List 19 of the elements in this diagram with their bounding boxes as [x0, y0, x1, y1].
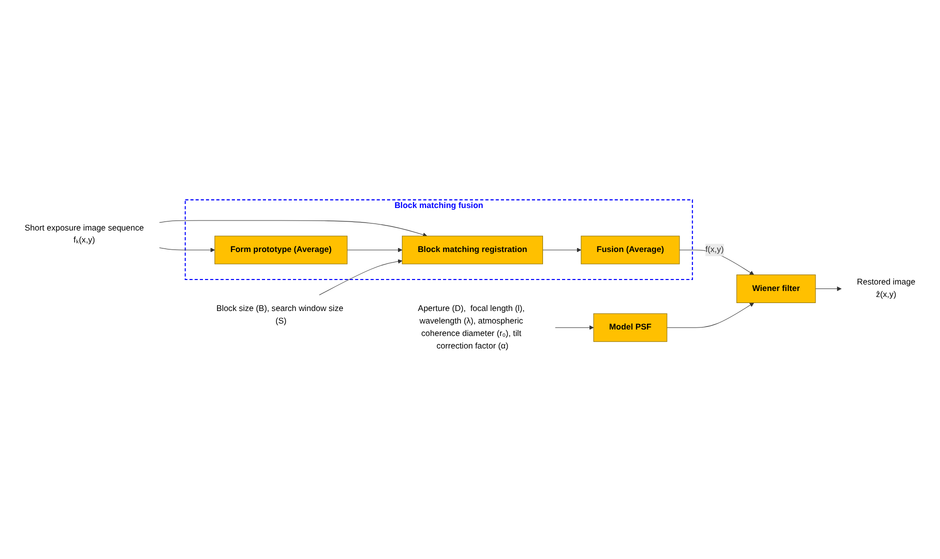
cluster	[184, 198, 693, 280]
arrow	[554, 324, 594, 330]
arrow	[159, 246, 215, 252]
arrow	[666, 302, 754, 328]
node-text: Block size (B), search window size (S)	[216, 304, 344, 326]
node-box	[593, 312, 668, 342]
arrow	[542, 247, 582, 252]
node-box	[580, 235, 680, 264]
arrow	[815, 286, 842, 291]
node-box	[736, 274, 816, 303]
node-text: Aperture (D), focal length (l), wavelength (λ), atmospheric coherence diameter (r₀), tilt correction factor (α)	[418, 304, 525, 350]
arrow	[319, 258, 402, 295]
node-text: Restored image ẑ(x,y)	[856, 277, 916, 299]
node-text: Short exposure image sequence fₖ(x,y)	[24, 223, 144, 244]
node-box	[214, 235, 348, 264]
arrow	[346, 247, 402, 252]
arrow	[159, 220, 428, 236]
arrow	[679, 249, 754, 275]
node-box	[402, 235, 543, 264]
